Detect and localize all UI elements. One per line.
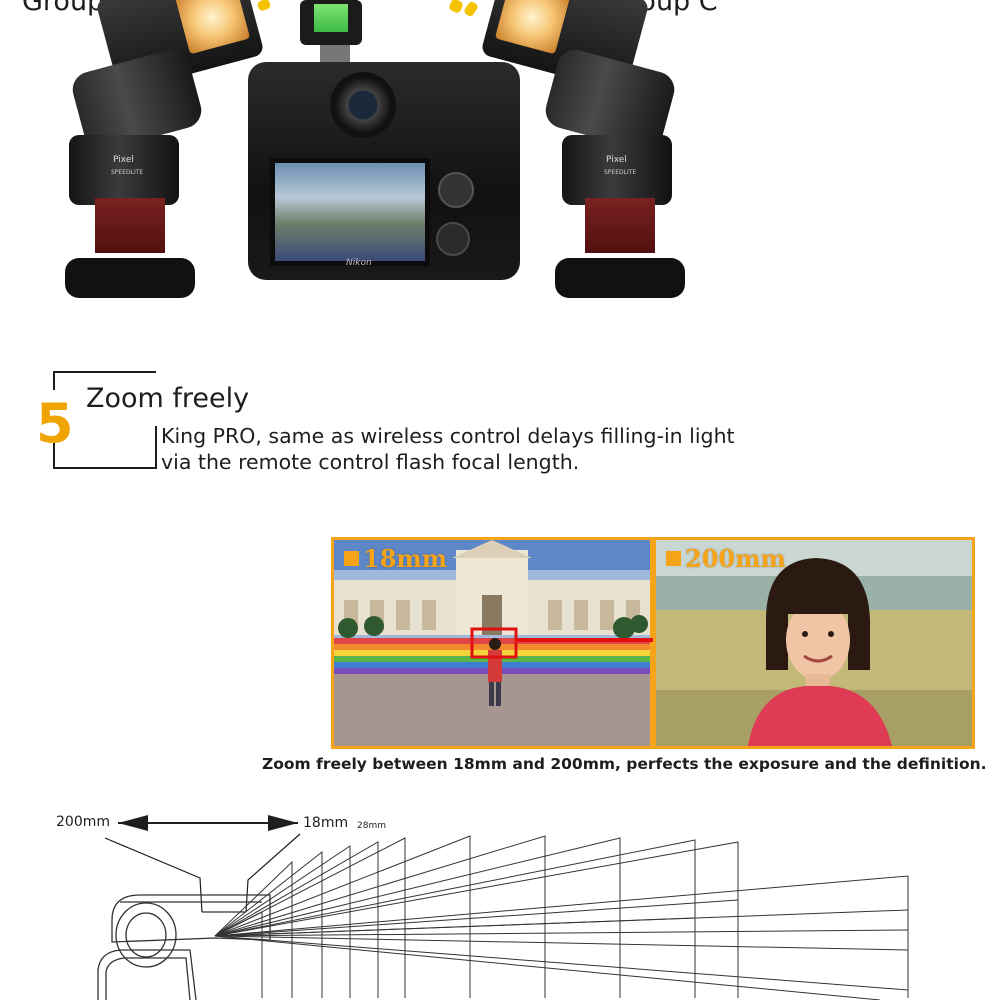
flash-sensor-panel xyxy=(585,198,655,253)
multi-selector xyxy=(436,222,470,256)
flash-model: SPEEDLITE xyxy=(604,169,637,176)
flash-unit-right: Pixel SPEEDLITE xyxy=(480,0,690,305)
section-title: Zoom freely xyxy=(86,383,250,414)
description-line-1: King PRO, same as wireless control delay… xyxy=(161,424,735,448)
section-bracket xyxy=(53,371,157,469)
section-description: King PRO, same as wireless control delay… xyxy=(161,423,735,475)
tag-18mm: 18mm xyxy=(344,544,447,573)
flash-brand: Pixel xyxy=(606,155,627,165)
hotshoe xyxy=(320,45,350,63)
flash-brand: Pixel xyxy=(113,155,134,165)
flash-lamp xyxy=(494,0,571,55)
section-number: 5 xyxy=(36,392,74,455)
label-200mm: 200mm xyxy=(56,814,110,830)
label-28mm: 28mm xyxy=(357,821,386,831)
label-18mm: 18mm xyxy=(303,815,349,831)
camera-body: Nikon xyxy=(248,62,520,280)
panel-caption: Zoom freely between 18mm and 200mm, perf… xyxy=(262,755,987,773)
flash-model: SPEEDLITE xyxy=(111,169,144,176)
photo-panel-18mm: 18mm xyxy=(331,537,653,749)
flash-unit-left: Pixel SPEEDLITE xyxy=(55,0,265,305)
trigger-lcd xyxy=(314,4,348,32)
camera-brand: Nikon xyxy=(346,258,372,268)
tag-18mm-text: 18mm xyxy=(363,544,448,573)
camera: Nikon xyxy=(248,0,528,285)
flash-stand xyxy=(555,258,685,298)
zoom-beam-diagram xyxy=(97,815,909,1000)
telephoto-scene xyxy=(656,540,972,746)
flash-stand xyxy=(65,258,195,298)
tag-marker xyxy=(344,551,359,566)
trigger-unit xyxy=(300,0,362,45)
flash-lamp xyxy=(174,0,251,55)
camera-screen xyxy=(270,158,430,266)
photo-panel-200mm: 200mm xyxy=(653,537,975,749)
control-dial xyxy=(438,172,474,208)
product-shot: Group B Group C Pixel SPEEDLITE Nikon xyxy=(0,0,1000,310)
flash-sensor-panel xyxy=(95,198,165,253)
description-line-2: via the remote control flash focal lengt… xyxy=(161,450,580,474)
flash-body: Pixel SPEEDLITE xyxy=(69,135,179,205)
viewfinder xyxy=(330,72,396,138)
tag-marker xyxy=(666,551,681,566)
tag-200mm: 200mm xyxy=(666,544,786,573)
wide-angle-scene xyxy=(334,540,650,746)
tag-200mm-text: 200mm xyxy=(685,544,786,573)
flash-body: Pixel SPEEDLITE xyxy=(562,135,672,205)
